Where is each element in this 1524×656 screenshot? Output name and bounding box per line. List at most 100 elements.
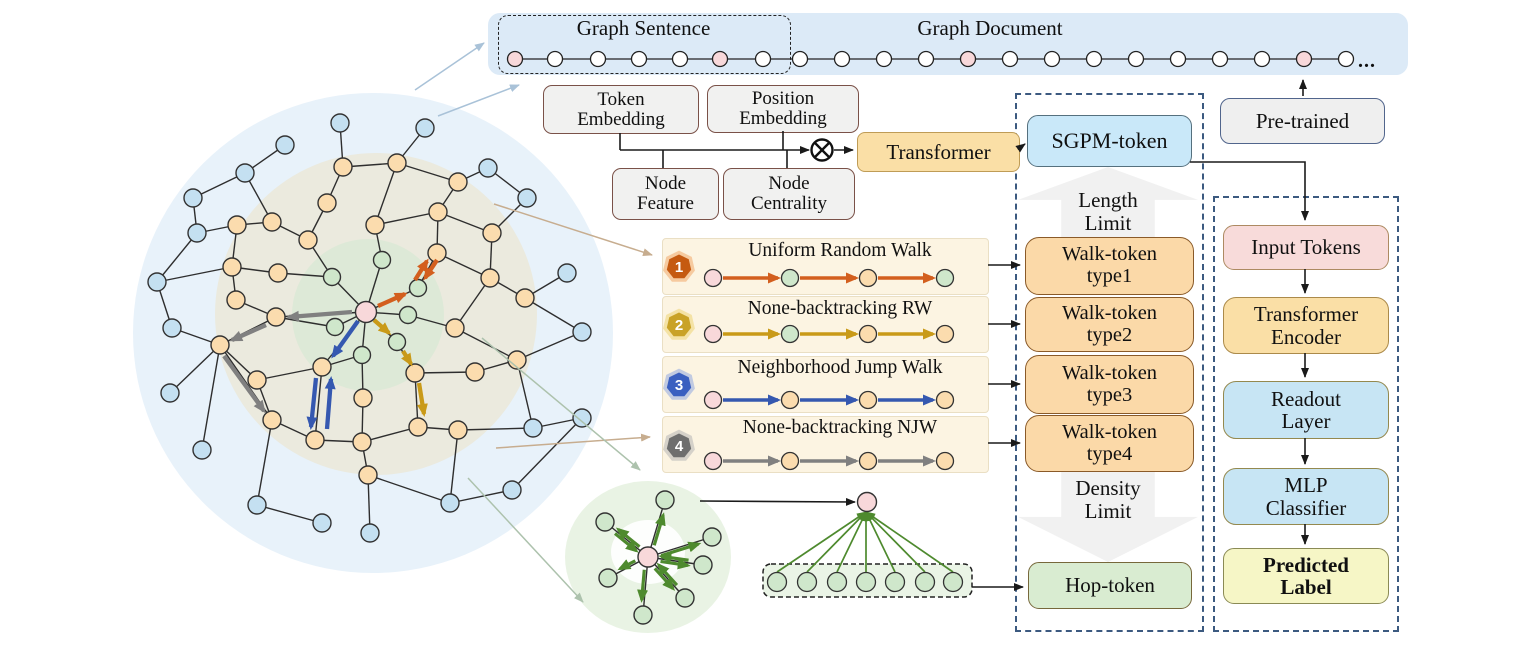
graph-sentence-label: Graph Sentence: [576, 16, 711, 40]
graph-node-g7: [352, 345, 372, 365]
hop-token-box: Hop-token: [1028, 562, 1192, 609]
length-limit-label: Length Limit: [1078, 188, 1138, 235]
graph-node-b13: [160, 383, 180, 403]
walk-badge-2: 2: [662, 308, 696, 342]
graph-node-o28: [353, 388, 373, 408]
big-graph: [133, 93, 613, 573]
graph-node-o22: [405, 363, 425, 383]
badge-number: 2: [674, 316, 684, 334]
transformer-encoder-box: Transformer Encoder: [1223, 297, 1389, 354]
badge-core: [666, 312, 692, 337]
walk-row-3-title: Neighborhood Jump Walk: [737, 357, 943, 378]
walk-row-2-title: None-backtracking RW: [747, 298, 933, 319]
graph-node-b3: [275, 135, 295, 155]
position-embedding-box: Position Embedding: [707, 85, 859, 133]
graph-node-o4: [317, 193, 337, 213]
graph-node-o6: [227, 215, 247, 235]
sgpm-token-box: SGPM-token: [1027, 115, 1192, 167]
graph-node-b9: [147, 272, 167, 292]
node-feature-box: Node Feature: [612, 168, 719, 220]
graph-node-b7: [183, 188, 203, 208]
transformer-box: Transformer: [857, 132, 1020, 172]
graph-node-o8: [298, 230, 318, 250]
graph-node-o12: [222, 257, 242, 277]
badge-number: 3: [674, 376, 684, 394]
graph-node-o20: [247, 370, 267, 390]
graph-node-b2: [415, 118, 435, 138]
walk-row-4-title: None-backtracking NJW: [742, 417, 938, 438]
ellipsis-label: ...: [1358, 50, 1376, 72]
density-limit-label: Density Limit: [1075, 476, 1141, 523]
badge-core: [666, 254, 692, 279]
graph-node-o11: [427, 243, 447, 263]
graph-node-g4: [398, 305, 418, 325]
readout-layer-box: Readout Layer: [1223, 381, 1389, 439]
pretrained-box: Pre-trained: [1220, 98, 1385, 144]
graph-node-o24: [507, 350, 527, 370]
graph-node-p: [354, 300, 378, 324]
graph-node-o27: [352, 432, 372, 452]
graph-node-o17: [266, 307, 286, 327]
walk-token-type2-box: Walk-token type2: [1025, 297, 1194, 352]
predicted-label-box: Predicted Label: [1223, 548, 1389, 604]
graph-node-o30: [448, 420, 468, 440]
walk-badge-1: 1: [662, 250, 696, 284]
mlp-classifier-box: MLP Classifier: [1223, 468, 1389, 525]
walk-row-2: [662, 296, 989, 353]
graph-node-b16: [192, 440, 212, 460]
graph-node-b12: [572, 322, 592, 342]
walk-badge-3: 3: [662, 368, 696, 402]
walk-token-type3-box: Walk-token type3: [1025, 355, 1194, 414]
graph-node-o10: [482, 223, 502, 243]
otimes-symbol: [810, 138, 834, 162]
graph-node-b21: [502, 480, 522, 500]
graph-node-o19: [445, 318, 465, 338]
node-centrality-box: Node Centrality: [723, 168, 855, 220]
graph-node-o9: [365, 215, 385, 235]
hop-neighborhood-star: [565, 481, 731, 633]
graph-node-b14: [523, 418, 543, 438]
graph-node-o25: [262, 410, 282, 430]
graph-node-g3: [408, 278, 428, 298]
graph-node-b8: [187, 223, 207, 243]
graph-node-b18: [312, 513, 332, 533]
graph-document-label: Graph Document: [917, 16, 1063, 40]
graph-node-b4: [235, 163, 255, 183]
classifier-panel: [1213, 196, 1399, 632]
graph-node-o15: [515, 288, 535, 308]
graph-node-b10: [557, 263, 577, 283]
hop-token-fan: [762, 491, 973, 598]
graph-node-g5: [325, 317, 345, 337]
graph-node-b17: [247, 495, 267, 515]
badge-core: [666, 372, 692, 397]
graph-node-o29: [408, 417, 428, 437]
walk-token-type4-box: Walk-token type4: [1025, 415, 1194, 472]
token-generation-panel: [1015, 93, 1204, 632]
graph-node-b5: [478, 158, 498, 178]
graph-node-o23: [465, 362, 485, 382]
badge-number: 1: [674, 258, 684, 276]
graph-node-b15: [572, 408, 592, 428]
walk-badge-4: 4: [662, 429, 696, 463]
graph-node-b6: [517, 188, 537, 208]
graph-node-o7: [262, 212, 282, 232]
walk-token-type1-box: Walk-token type1: [1025, 237, 1194, 295]
graph-node-o2: [387, 153, 407, 173]
graph-node-o13: [268, 263, 288, 283]
graph-node-o26: [305, 430, 325, 450]
graph-node-o21: [312, 357, 332, 377]
graph-node-g6: [387, 332, 407, 352]
graph-node-b1: [330, 113, 350, 133]
walk-row-1-title: Uniform Random Walk: [748, 240, 932, 261]
graph-node-o1: [333, 157, 353, 177]
graph-node-o3: [448, 172, 468, 192]
graph-node-b20: [440, 493, 460, 513]
badge-number: 4: [674, 437, 684, 455]
graph-node-b19: [360, 523, 380, 543]
graph-node-g2: [322, 267, 342, 287]
badge-core: [666, 433, 692, 458]
graph-node-o16: [226, 290, 246, 310]
graph-node-o18: [210, 335, 230, 355]
graph-node-b11: [162, 318, 182, 338]
